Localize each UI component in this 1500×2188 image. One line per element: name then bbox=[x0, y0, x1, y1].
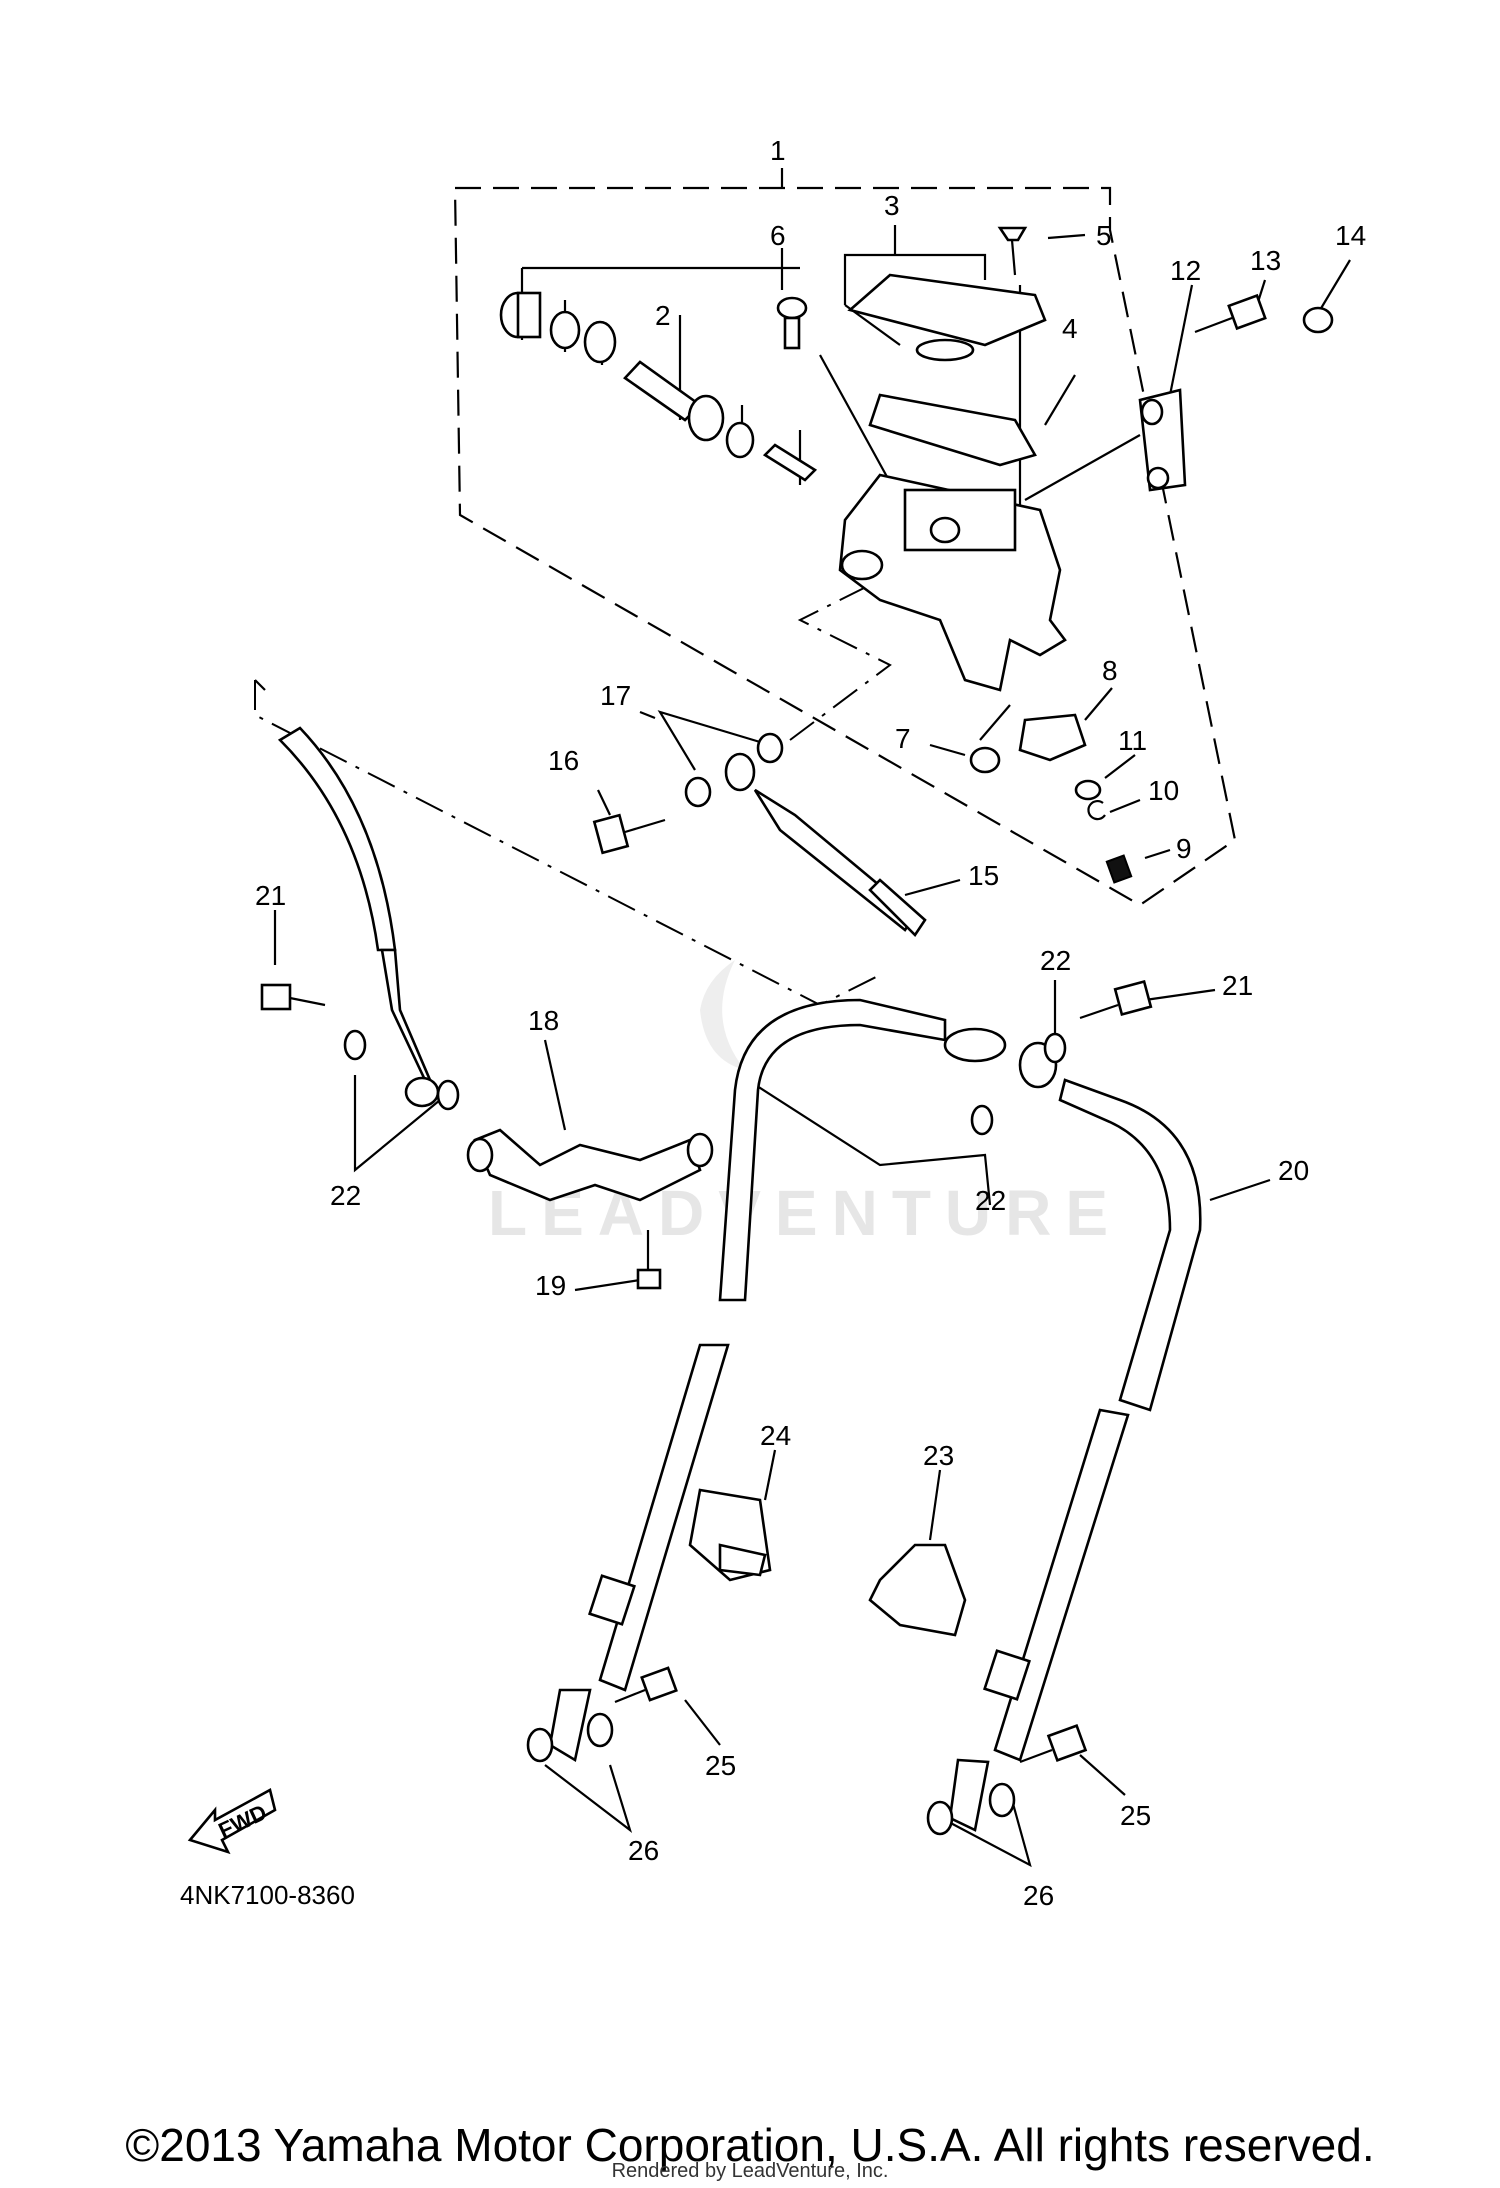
part-bolt-21-right bbox=[1079, 979, 1153, 1020]
fwd-arrow-icon: FWD bbox=[187, 1788, 277, 1855]
callout-13: 13 bbox=[1250, 245, 1281, 276]
callout-3: 3 bbox=[884, 190, 900, 221]
callout-16: 16 bbox=[548, 745, 579, 776]
part-washers-17 bbox=[684, 732, 784, 808]
callout-20: 20 bbox=[1278, 1155, 1309, 1186]
leader-lines bbox=[254, 168, 1351, 1868]
part-reservoir-cap bbox=[847, 273, 1047, 467]
callout-23: 23 bbox=[923, 1440, 954, 1471]
callout-10: 10 bbox=[1148, 775, 1179, 806]
part-piston-kit bbox=[499, 291, 818, 482]
diagram-code: 4NK7100-8360 bbox=[180, 1880, 355, 1910]
callout-14: 14 bbox=[1335, 220, 1366, 251]
part-nut-14 bbox=[1302, 306, 1334, 334]
callout-22-top: 22 bbox=[1040, 945, 1071, 976]
callout-2: 2 bbox=[655, 300, 671, 331]
callout-9: 9 bbox=[1176, 833, 1192, 864]
part-switch-8 bbox=[1018, 713, 1087, 762]
part-washer-26-right bbox=[926, 1782, 1016, 1836]
part-bolt-25-left bbox=[614, 1666, 678, 1704]
callout-8: 8 bbox=[1102, 655, 1118, 686]
watermark: LEADVENTURE bbox=[488, 960, 1122, 1249]
part-clamp-12 bbox=[1138, 388, 1187, 492]
part-upper-hose bbox=[277, 726, 440, 1108]
part-bolt-25-right bbox=[1019, 1723, 1088, 1764]
part-clip-24 bbox=[688, 1488, 772, 1582]
callout-22-left: 22 bbox=[330, 1180, 361, 1211]
part-master-cylinder-body bbox=[838, 473, 1067, 692]
callout-24: 24 bbox=[760, 1420, 791, 1451]
callout-21-left: 21 bbox=[255, 880, 286, 911]
part-screw-9 bbox=[1105, 854, 1133, 884]
part-lower-hose-left bbox=[548, 1343, 730, 1763]
part-screw-7 bbox=[969, 746, 1001, 774]
callout-17: 17 bbox=[600, 680, 631, 711]
callout-26-left: 26 bbox=[628, 1835, 659, 1866]
part-washer-11 bbox=[1074, 779, 1102, 801]
part-washer-26-left bbox=[526, 1712, 614, 1763]
callout-5: 5 bbox=[1096, 220, 1112, 251]
callout-1: 1 bbox=[770, 135, 786, 166]
part-bleed-screw-6 bbox=[776, 296, 808, 350]
part-washer-22-right bbox=[970, 1032, 1067, 1136]
callout-12: 12 bbox=[1170, 255, 1201, 286]
callout-25-left: 25 bbox=[705, 1750, 736, 1781]
part-bolt-13 bbox=[1194, 293, 1267, 334]
part-union-bolt-16 bbox=[592, 813, 666, 855]
callout-22-center: 22 bbox=[975, 1185, 1006, 1216]
watermark-text: LEADVENTURE bbox=[488, 1177, 1122, 1249]
callout-4: 4 bbox=[1062, 313, 1078, 344]
kit-boundary bbox=[453, 186, 1237, 907]
part-bolt-21-left bbox=[260, 983, 326, 1011]
part-washer-22-left bbox=[343, 1029, 460, 1111]
callout-25-right: 25 bbox=[1120, 1800, 1151, 1831]
part-joint-18 bbox=[466, 1128, 714, 1202]
rendered-by-text: Rendered by LeadVenture, Inc. bbox=[611, 2160, 889, 2182]
callout-11: 11 bbox=[1118, 725, 1147, 756]
callout-labels: 1 2 3 4 5 6 7 8 9 10 11 12 13 14 15 16 1… bbox=[255, 135, 1366, 1911]
part-screw-5 bbox=[997, 226, 1028, 276]
callout-26-right: 26 bbox=[1023, 1880, 1054, 1911]
part-lower-hose-right bbox=[948, 1408, 1130, 1832]
callout-21-right: 21 bbox=[1222, 970, 1253, 1001]
part-circlip-10 bbox=[1087, 800, 1106, 821]
callout-6: 6 bbox=[770, 220, 786, 251]
callout-7: 7 bbox=[895, 723, 911, 754]
part-bolt-19 bbox=[636, 1230, 662, 1290]
callout-19: 19 bbox=[535, 1270, 566, 1301]
part-hose-15 bbox=[724, 752, 927, 938]
callout-15: 15 bbox=[968, 860, 999, 891]
callout-18: 18 bbox=[528, 1005, 559, 1036]
part-clip-23 bbox=[868, 1543, 967, 1637]
copyright-text: ©2013 Yamaha Motor Corporation, U.S.A. A… bbox=[125, 2119, 1375, 2171]
